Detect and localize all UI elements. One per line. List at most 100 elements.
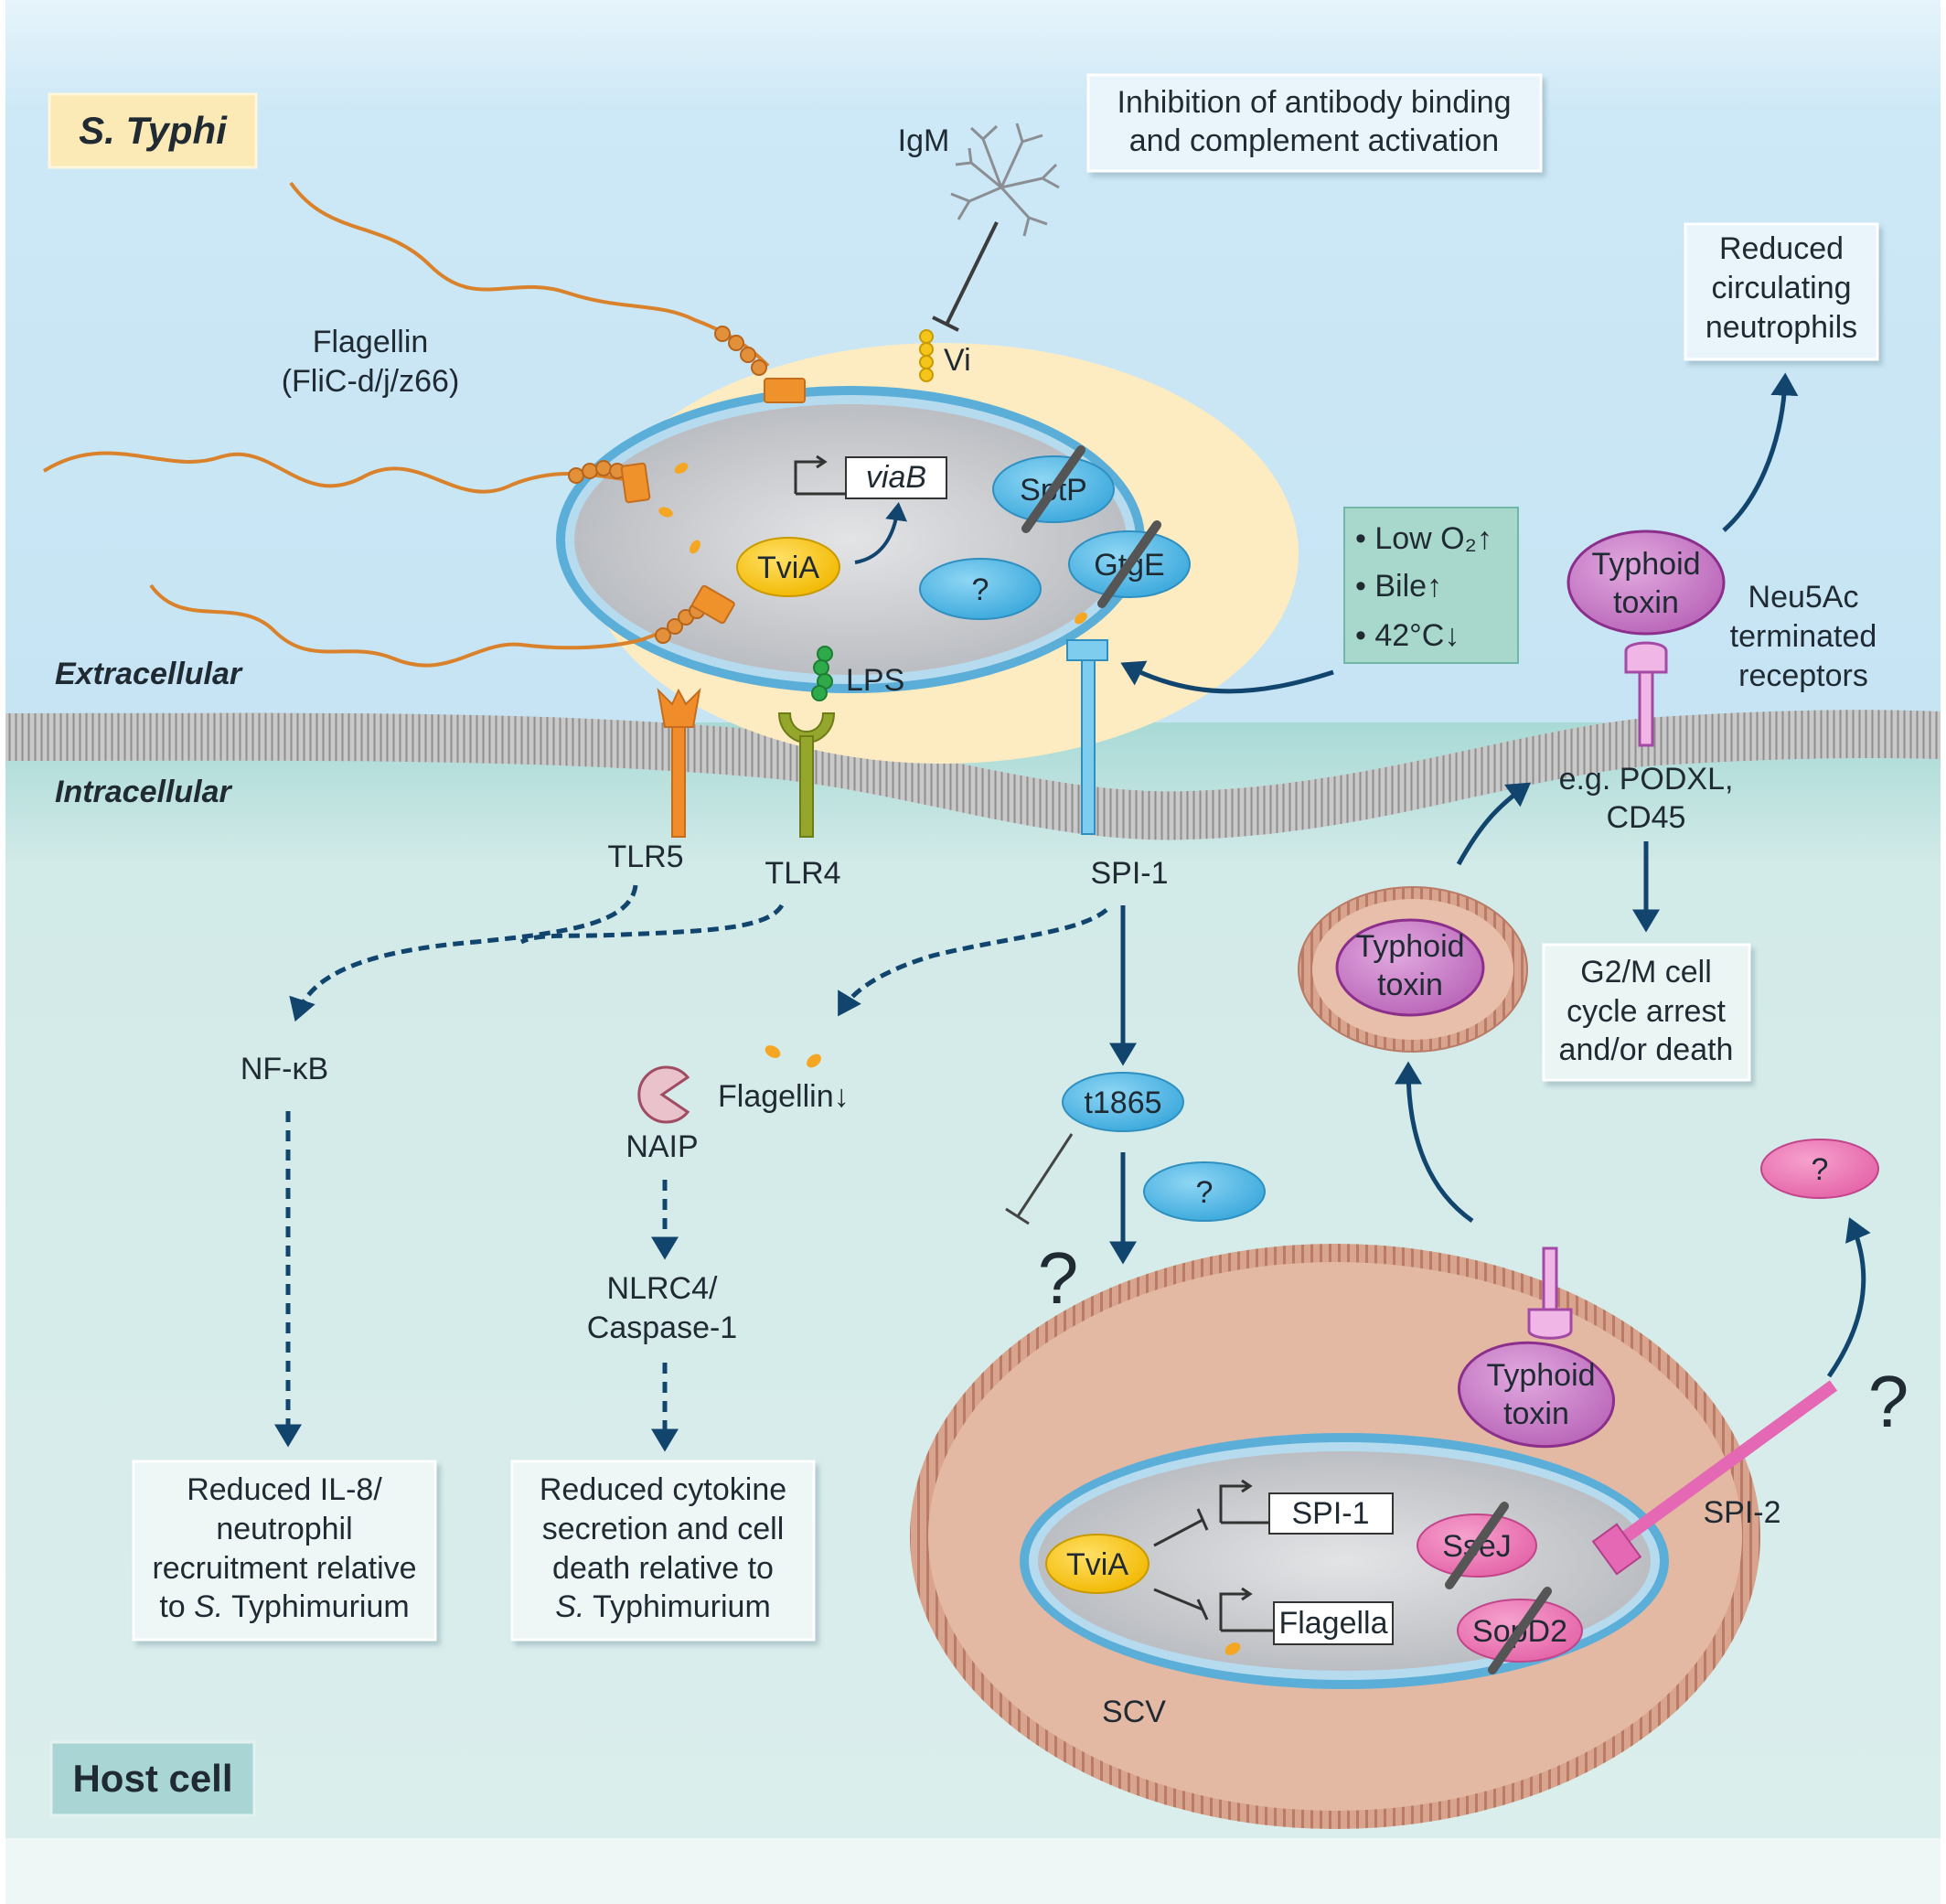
scv-label: SCV <box>1102 1695 1166 1729</box>
t1865-label: t1865 <box>1084 1086 1161 1120</box>
flagella <box>42 181 770 668</box>
unknown-spi2-effector-label: ? <box>1812 1152 1829 1187</box>
viab-promoter <box>794 455 846 496</box>
toxin-receptor-scv <box>1527 1246 1573 1340</box>
cytokine-box-line3: death relative to <box>552 1551 774 1586</box>
conditions-bile: • Bile↑ <box>1355 569 1442 604</box>
spi1-gene-label: SPI-1 <box>1291 1496 1369 1531</box>
flagellar-hook-beads <box>568 326 767 644</box>
igm-label: IgM <box>898 123 950 158</box>
viab-gene-box <box>845 456 947 499</box>
flagellin-monomer-scv <box>1224 1642 1241 1655</box>
flagellin-down-label: Flagellin↓ <box>718 1079 850 1114</box>
il8-box-line2: neutrophil <box>216 1512 352 1546</box>
conditions-box: • Low O₂↑ • Bile↑ • 42°C↓ <box>1343 507 1519 664</box>
il8-box-line1: Reduced IL-8/ <box>187 1472 382 1507</box>
host-membrane <box>5 710 1941 840</box>
t1865-inhibition-bar <box>1005 1207 1030 1225</box>
g2m-box: G2/M cell cycle arrest and/or death <box>1542 943 1751 1082</box>
neu5ac-label-line1: Neu5Ac <box>1748 580 1859 615</box>
vi-antigen <box>919 329 934 382</box>
g2m-box-line2: cycle arrest <box>1566 994 1726 1029</box>
t1865-unknown-question: ? <box>1038 1237 1079 1319</box>
conditions-low-o2: • Low O₂↑ <box>1355 521 1492 556</box>
ssej-pseudogene-strike <box>1445 1502 1509 1589</box>
spi1-gene-promoter <box>1219 1479 1269 1524</box>
typhoid-toxin-surface <box>1566 529 1726 636</box>
toxin-receptor <box>1624 641 1668 747</box>
spi1-needle <box>1081 659 1096 835</box>
tlr4-label: TLR4 <box>764 856 840 891</box>
typhoid-toxin-vesicle-line1: Typhoid <box>1355 929 1464 964</box>
vi-label: Vi <box>944 343 971 378</box>
cytokine-box-line4: S. Typhimurium <box>555 1589 771 1624</box>
unknown-spi2-effector <box>1760 1139 1879 1199</box>
tlr5-receptor <box>657 688 701 838</box>
unknown-t1865-partner-label: ? <box>1196 1175 1214 1210</box>
inhibition-box: Inhibition of antibody binding and compl… <box>1086 73 1543 173</box>
tvia-repression-lines <box>1153 1508 1209 1621</box>
flagellin-label-line1: Flagellin <box>313 325 429 359</box>
neutrophils-box-line2: circulating <box>1711 271 1851 305</box>
conditions-temp: • 42°C↓ <box>1355 618 1460 653</box>
spi2-needle <box>1609 1380 1838 1551</box>
spi2-needle-base <box>1591 1523 1642 1576</box>
spi1-gene-box <box>1268 1492 1394 1535</box>
spi2-label: SPI-2 <box>1703 1495 1780 1530</box>
tvia-protein-scv <box>1045 1534 1149 1594</box>
t1865-protein <box>1062 1072 1184 1132</box>
host-cell-label-box <box>49 1740 256 1817</box>
t1865-inhibition-line <box>1016 1133 1074 1217</box>
typhoid-toxin-scv <box>1457 1341 1616 1449</box>
flagellin-label-line2: (FliC-d/j/z66) <box>282 364 460 399</box>
nlrc4-label-line2: Caspase-1 <box>587 1310 737 1345</box>
unknown-protein-label: ? <box>972 572 989 607</box>
tvia-protein <box>736 537 840 597</box>
spi1-label: SPI-1 <box>1090 856 1168 891</box>
flagellar-basal-bodies <box>620 378 806 625</box>
naip-label: NAIP <box>626 1129 698 1164</box>
podxl-label-line2: CD45 <box>1607 800 1686 835</box>
unknown-protein <box>919 558 1042 620</box>
flagella-gene-box <box>1273 1601 1394 1645</box>
typhoid-toxin-surface-line2: toxin <box>1613 585 1679 620</box>
typhoid-toxin-scv-line2: toxin <box>1503 1396 1569 1431</box>
igm-inhibition-line <box>945 221 999 326</box>
il8-box-line3: recruitment relative <box>152 1551 416 1586</box>
nfkb-label: NF-κB <box>241 1052 328 1086</box>
cytokine-box: Reduced cytokine secretion and cell deat… <box>510 1460 816 1642</box>
organism-label-box <box>48 92 258 169</box>
typhoid-toxin-vesicle-line2: toxin <box>1377 968 1443 1002</box>
naip-pacman-icon <box>637 1065 690 1124</box>
spi2-unknown-question: ? <box>1868 1361 1909 1442</box>
tvia-label-scv: TviA <box>1066 1547 1128 1582</box>
nlrc4-label-line1: NLRC4/ <box>607 1271 718 1306</box>
inhibition-box-line2: and complement activation <box>1129 123 1499 158</box>
organism-label: S. Typhi <box>79 109 228 152</box>
typhoid-toxin-surface-line1: Typhoid <box>1591 547 1700 582</box>
cytokine-box-line1: Reduced cytokine <box>540 1472 786 1507</box>
cytokine-box-line2: secretion and cell <box>542 1512 785 1546</box>
typhoid-toxin-scv-line1: Typhoid <box>1486 1358 1595 1393</box>
spi1-needle-base <box>1066 639 1108 661</box>
neu5ac-label-line3: receptors <box>1738 658 1868 693</box>
flagellin-monomers <box>658 463 1087 625</box>
typhoid-toxin-vesicle <box>1335 918 1485 1017</box>
lps-icon <box>811 646 833 701</box>
podxl-label-line1: e.g. PODXL, <box>1559 762 1734 797</box>
flagellin-monomers-cytosol <box>764 1045 821 1068</box>
intracellular-label: Intracellular <box>55 775 233 809</box>
neutrophils-box: Reduced circulating neutrophils <box>1684 222 1879 361</box>
tlr4-receptor <box>777 712 836 838</box>
sopd2-pseudogene-strike <box>1488 1587 1552 1674</box>
viab-label: viaB <box>866 460 926 495</box>
g2m-box-line3: and/or death <box>1559 1032 1734 1067</box>
extracellular-label: Extracellular <box>55 657 243 691</box>
il8-box: Reduced IL-8/ neutrophil recruitment rel… <box>132 1460 437 1642</box>
igm-pentamer-icon <box>950 123 1060 237</box>
host-cell-label: Host cell <box>72 1757 232 1800</box>
g2m-box-line1: G2/M cell <box>1580 955 1712 989</box>
flagella-gene-label: Flagella <box>1278 1606 1387 1641</box>
signaling-arrows <box>274 372 1871 1452</box>
